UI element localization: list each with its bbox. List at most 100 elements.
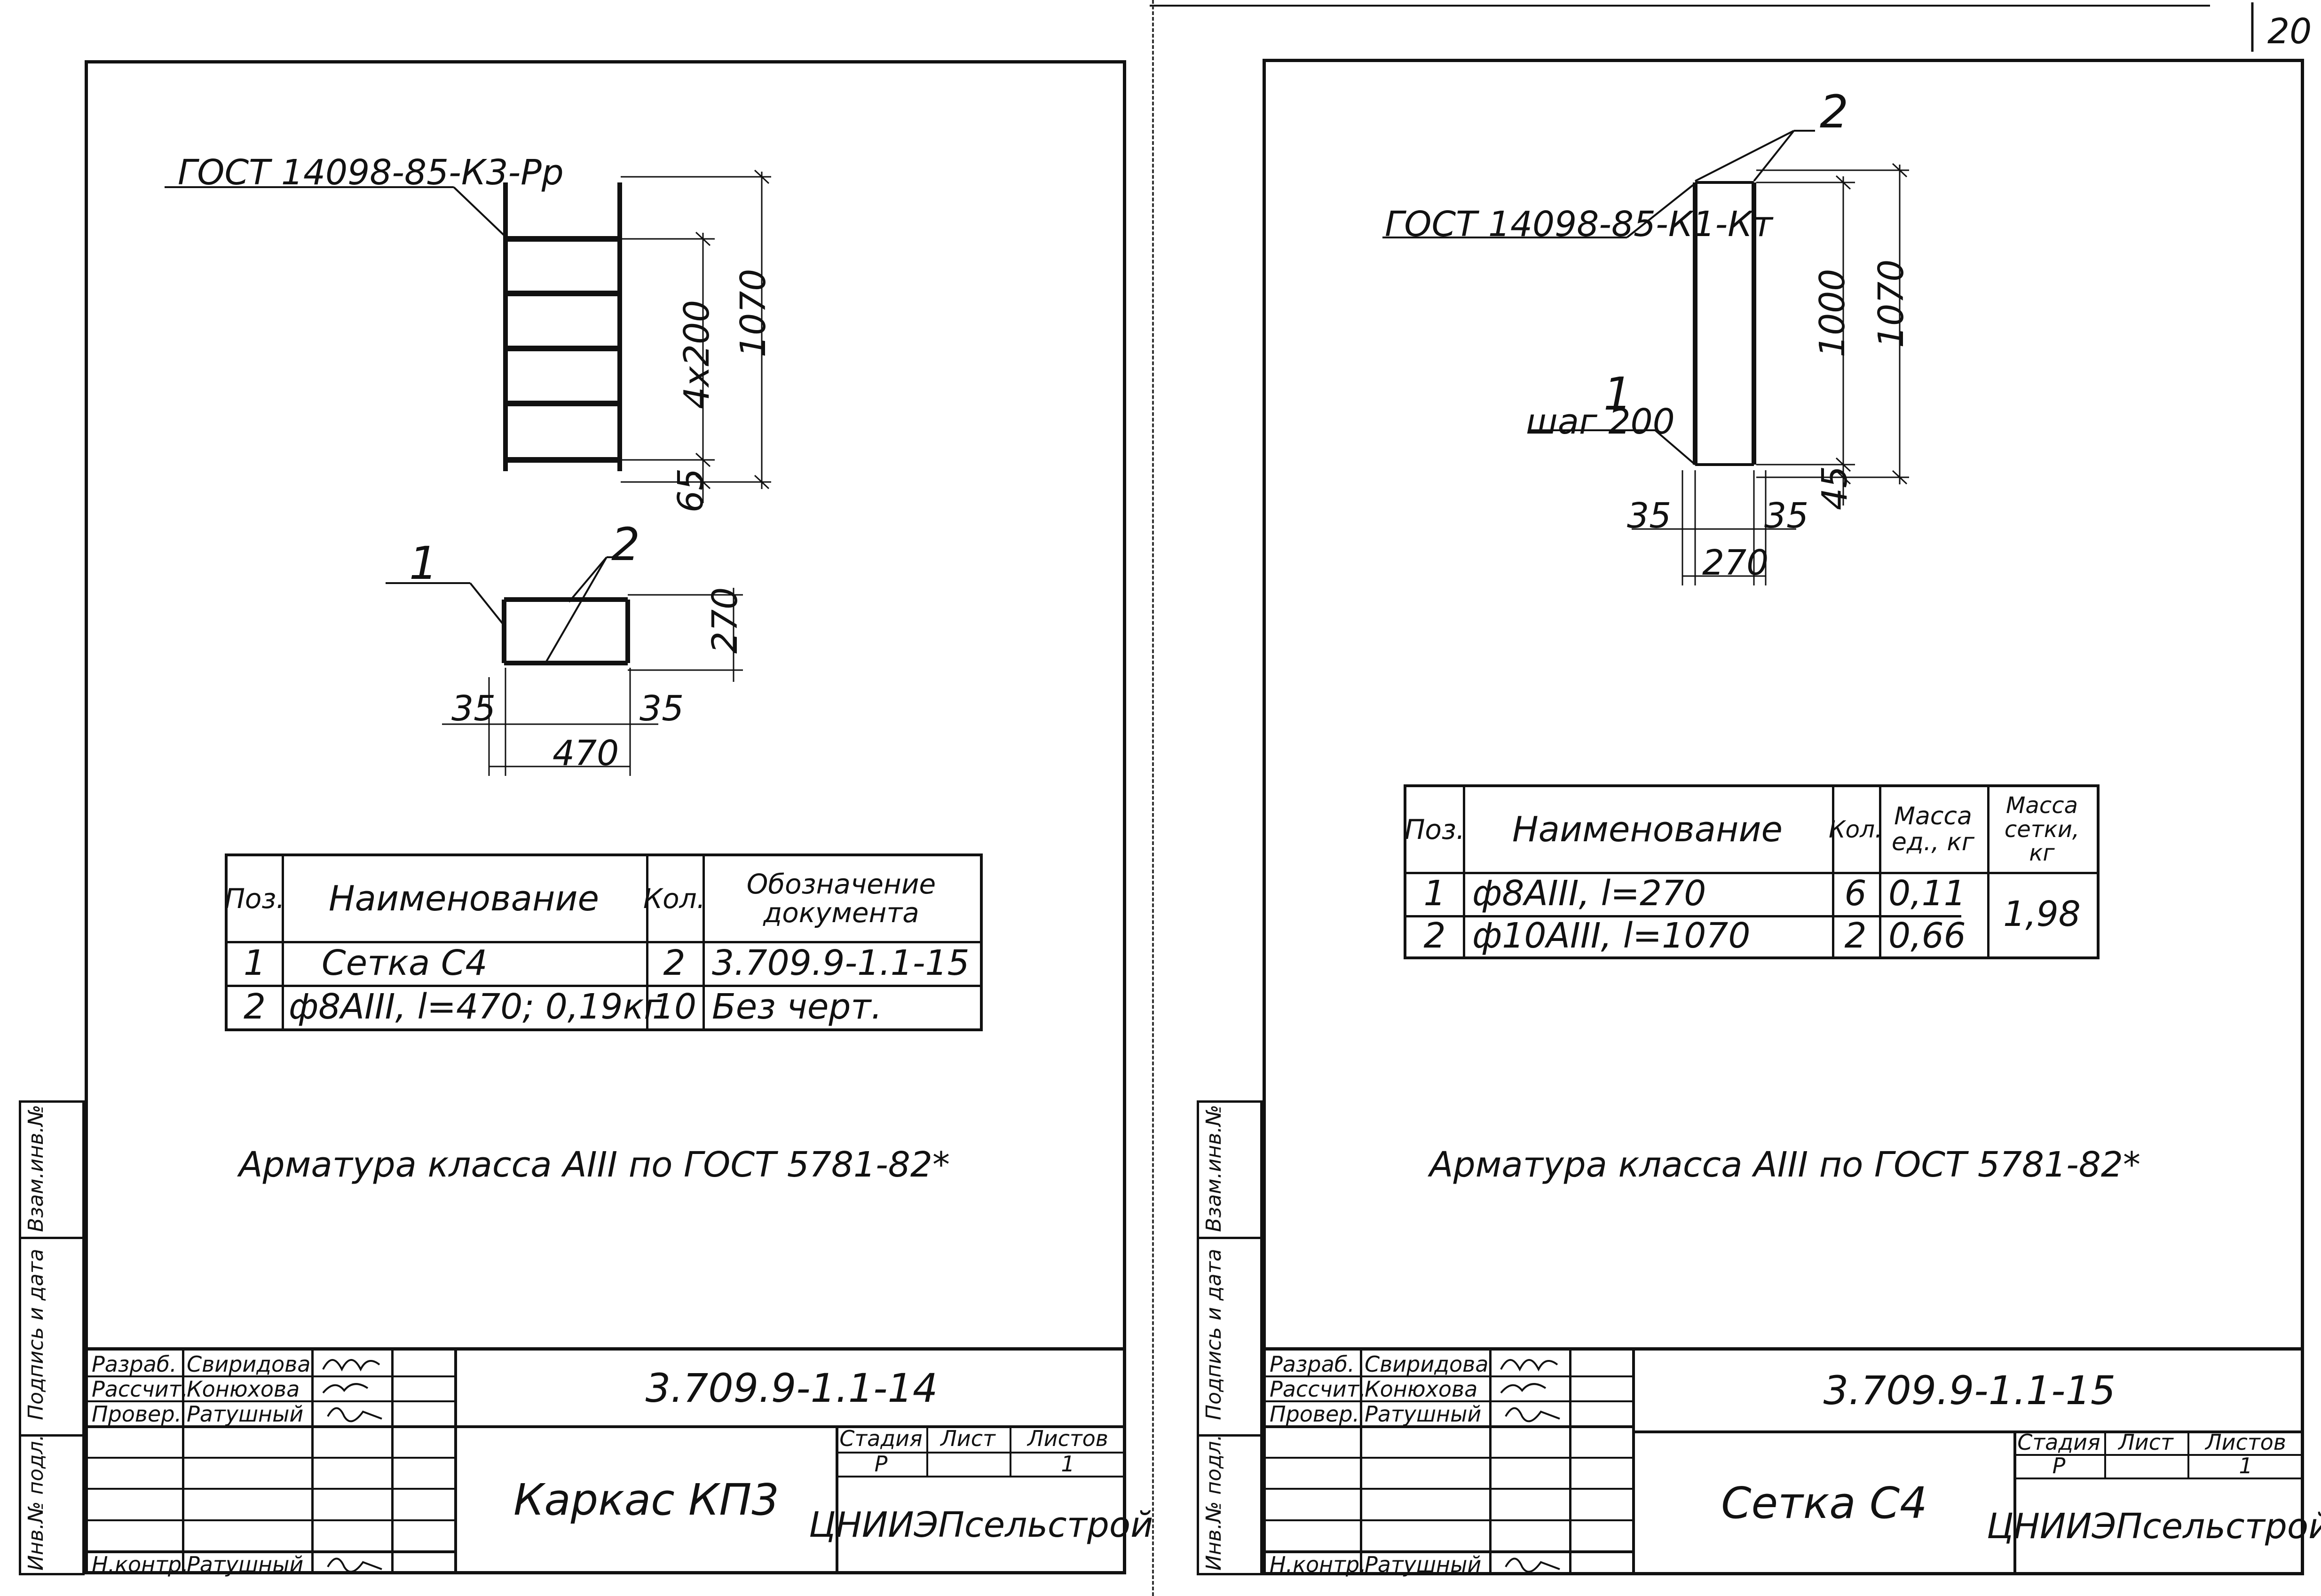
left-tb-sheets: 1: [1061, 1451, 1075, 1477]
page-number: 20: [2267, 11, 2312, 52]
left-section-pos-1: 1: [409, 537, 438, 590]
right-table-row2-name: ф10АIII, l=1070: [1472, 916, 1751, 956]
left-tb-role-2: Рассчит.: [92, 1376, 189, 1402]
right-tb-drawing-title: Сетка С4: [1721, 1477, 1927, 1528]
right-table-row1-name: ф8АIII, l=270: [1472, 873, 1706, 914]
right-pos-1: 1: [1603, 368, 1633, 420]
left-dim-section-width: 470: [553, 733, 619, 774]
right-table-header-qty: Кол.: [1829, 816, 1882, 843]
right-tb-sheets: 1: [2239, 1453, 2253, 1478]
left-table-header-doc: Обозначение документа: [746, 868, 936, 929]
left-tb-role-1: Разраб.: [92, 1351, 177, 1377]
right-note: Арматура класса АIII по ГОСТ 5781-82*: [1429, 1145, 2140, 1185]
left-tb-document-code: 3.709.9-1.1-14: [645, 1365, 938, 1411]
right-tb-sheet: [2104, 1454, 2187, 1477]
left-stamp-inv-label: Инв.№ подл.: [24, 1434, 48, 1571]
left-sheet: [85, 60, 1126, 1574]
left-tb-name-2: Конюхова: [187, 1376, 300, 1402]
right-tb-name-2: Конюхова: [1365, 1376, 1478, 1402]
left-side-stamp: [19, 1100, 85, 1575]
left-side-stamp-divider: [19, 1237, 85, 1239]
left-table-row1-pos: 1: [243, 942, 266, 983]
left-frame-drawing: [165, 169, 771, 776]
right-mesh-drawing: [1382, 130, 1909, 585]
right-tb-stage-header: Стадия: [2017, 1430, 2100, 1455]
left-table-row1-doc: 3.709.9-1.1-15: [712, 942, 970, 983]
left-table-row1-qty: 2: [663, 942, 686, 983]
right-spec-table: Поз. Наименование Кол. Масса ед., кг Мас…: [1404, 784, 2100, 959]
right-table-row2-pos: 2: [1423, 916, 1446, 956]
right-dim-width: 270: [1702, 543, 1769, 583]
left-table-header-pos: Поз.: [224, 883, 285, 915]
right-side-stamp-divider: [1197, 1237, 1263, 1239]
right-tb-sheets-header: Листов: [2205, 1430, 2286, 1455]
right-table-total-mass: 1,98: [2003, 894, 2081, 934]
sheet-separator: [1152, 0, 1154, 1596]
left-tb-sheets-header: Листов: [1027, 1426, 1108, 1451]
right-tb-sheet-header: Лист: [2118, 1430, 2173, 1455]
right-step-label: шаг 200: [1526, 402, 1675, 442]
left-table-row2-doc: Без черт.: [712, 986, 883, 1027]
right-tb-role-2: Рассчит.: [1270, 1376, 1366, 1402]
right-table-header-unit-mass: Масса ед., кг: [1891, 802, 1975, 856]
right-dim-total: 1070: [1871, 259, 1911, 348]
left-table-header-qty: Кол.: [643, 883, 706, 915]
right-table-row1-pos: 1: [1423, 873, 1446, 914]
right-stamp-replace-label: Взам.инв.№: [1202, 1105, 1226, 1232]
right-table-row2-qty: 2: [1844, 916, 1867, 956]
left-side-stamp-divider: [19, 1434, 85, 1437]
right-tb-name-3: Ратушный: [1365, 1401, 1482, 1427]
left-tb-name-1: Свиридова: [187, 1351, 311, 1377]
right-dim-left-offset: 35: [1627, 496, 1672, 536]
right-table-row1-qty: 6: [1844, 873, 1867, 914]
left-section-pos-2: 2: [611, 518, 640, 571]
right-side-stamp-divider: [1197, 1434, 1263, 1437]
left-dim-right-offset: 35: [639, 688, 684, 729]
right-tb-name-6: Ратушный: [1365, 1552, 1482, 1577]
right-tb-stage: Р: [2052, 1453, 2066, 1478]
left-note: Арматура класса АIII по ГОСТ 5781-82*: [239, 1145, 950, 1185]
left-tb-drawing-title: Каркас КП3: [513, 1475, 779, 1525]
left-tb-role-3: Провер.: [92, 1401, 182, 1427]
left-tb-name-6: Ратушный: [187, 1552, 304, 1577]
left-tb-organization: ЦНИИЭПсельстрой: [808, 1505, 1153, 1545]
left-table-row2-name: ф8АIII, l=470; 0,19кг: [289, 986, 663, 1027]
right-sheet: [1263, 59, 2304, 1575]
right-stamp-sign-label: Подпись и дата: [1202, 1248, 1226, 1420]
right-tb-role-1: Разраб.: [1270, 1351, 1355, 1377]
left-leader-label: ГОСТ 14098-85-К3-Рр: [178, 152, 564, 193]
right-dim-bottom: 45: [1815, 466, 1855, 510]
right-leader-label: ГОСТ 14098-85-К1-Кт: [1385, 204, 1773, 245]
left-tb-sheet-header: Лист: [940, 1426, 995, 1451]
left-table-header-name: Наименование: [328, 878, 600, 919]
right-table-header-name: Наименование: [1512, 809, 1783, 850]
right-tb-document-code: 3.709.9-1.1-15: [1823, 1367, 2116, 1414]
left-table-row2-qty: 10: [652, 986, 697, 1027]
right-table-row2-unit-mass: 0,66: [1888, 916, 1966, 956]
right-title-block: Разраб. Рассчит. Провер. Н.контр. Свирид…: [1263, 1347, 2321, 1577]
left-title-block: Разраб. Рассчит. Провер. Н.контр. Свирид…: [85, 1347, 1153, 1577]
right-table-row1-unit-mass: 0,11: [1888, 873, 1966, 914]
right-tb-organization: ЦНИИЭПсельстрой: [1986, 1506, 2321, 1547]
left-tb-role-6: Н.контр.: [92, 1552, 189, 1577]
left-table-row1-name: Сетка С4: [322, 942, 488, 983]
right-tb-role-3: Провер.: [1270, 1401, 1360, 1427]
right-table-header-mesh-mass: Масса сетки, кг: [2004, 792, 2080, 867]
left-tb-name-3: Ратушный: [187, 1401, 304, 1427]
right-tb-name-1: Свиридова: [1365, 1351, 1489, 1377]
right-table-header-pos: Поз.: [1404, 814, 1465, 845]
right-tb-role-6: Н.контр.: [1270, 1552, 1366, 1577]
left-tb-stage-header: Стадия: [839, 1426, 923, 1451]
page-number-bracket: [1150, 2, 2254, 52]
right-tb-signatures: [1500, 1359, 1560, 1573]
right-dim-right-offset: 35: [1764, 496, 1809, 536]
right-side-stamp: [1197, 1100, 1263, 1575]
left-spec-table: Поз. Наименование Кол. Обозначение докум…: [224, 853, 983, 1031]
right-pos-2: 2: [1820, 86, 1849, 138]
left-tb-sheet: [926, 1452, 1010, 1476]
left-tb-stage: Р: [874, 1451, 888, 1477]
right-dim-inner: 1000: [1812, 269, 1853, 357]
right-stamp-inv-label: Инв.№ подл.: [1202, 1434, 1226, 1571]
left-table-row2-pos: 2: [243, 986, 266, 1027]
left-stamp-sign-label: Подпись и дата: [24, 1248, 48, 1420]
